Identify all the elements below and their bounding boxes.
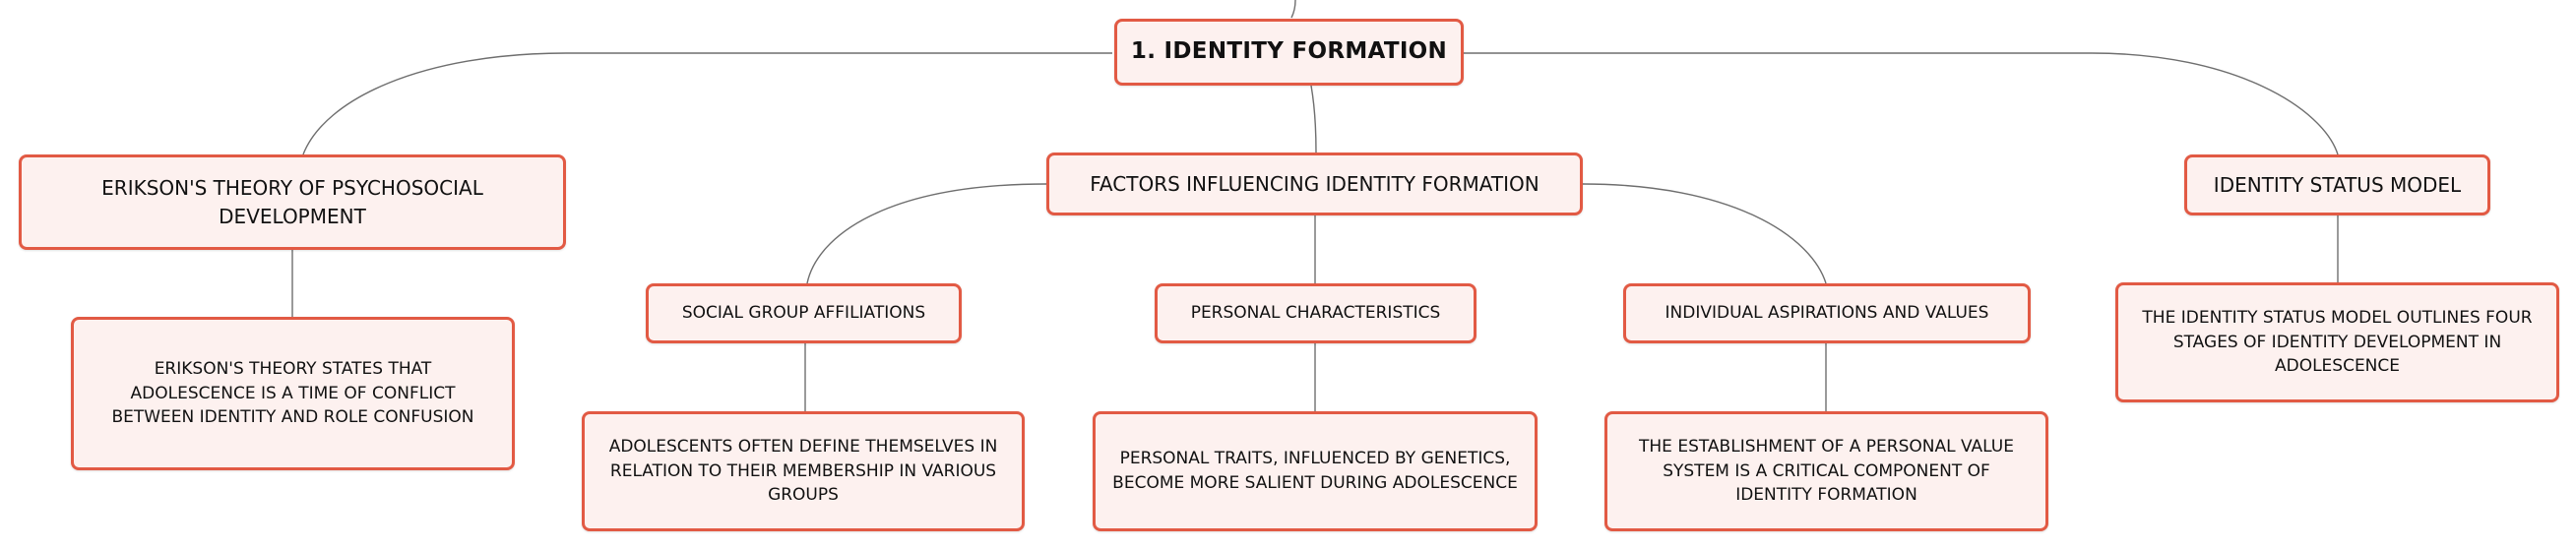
individual-aspirations-node[interactable]: INDIVIDUAL ASPIRATIONS AND VALUES: [1623, 283, 2031, 343]
connector-factors-to-social: [806, 183, 1047, 284]
social-group-affiliations-detail-node[interactable]: ADOLESCENTS OFTEN DEFINE THEMSELVES IN R…: [582, 411, 1025, 531]
connector-root-to-erikson: [302, 52, 1112, 155]
individual-aspirations-detail-node[interactable]: THE ESTABLISHMENT OF A PERSONAL VALUE SY…: [1604, 411, 2048, 531]
identity-status-model-node[interactable]: IDENTITY STATUS MODEL: [2184, 154, 2490, 215]
connector-parent-to-root: [1290, 0, 1296, 19]
erikson-theory-node[interactable]: ERIKSON'S THEORY OF PSYCHOSOCIAL DEVELOP…: [19, 154, 566, 250]
identity-status-model-detail-node[interactable]: THE IDENTITY STATUS MODEL OUTLINES FOUR …: [2115, 282, 2559, 402]
personal-characteristics-detail-node[interactable]: PERSONAL TRAITS, INFLUENCED BY GENETICS,…: [1093, 411, 1538, 531]
connector-root-to-factors: [1310, 85, 1317, 153]
root-node[interactable]: 1. IDENTITY FORMATION: [1114, 19, 1464, 86]
erikson-theory-detail-node[interactable]: ERIKSON'S THEORY STATES THAT ADOLESCENCE…: [71, 317, 515, 470]
social-group-affiliations-node[interactable]: SOCIAL GROUP AFFILIATIONS: [646, 283, 962, 343]
factors-influencing-node[interactable]: FACTORS INFLUENCING IDENTITY FORMATION: [1046, 153, 1583, 215]
connector-root-to-status-model: [1464, 52, 2339, 155]
personal-characteristics-node[interactable]: PERSONAL CHARACTERISTICS: [1155, 283, 1476, 343]
connector-factors-to-aspirations: [1582, 183, 1827, 284]
